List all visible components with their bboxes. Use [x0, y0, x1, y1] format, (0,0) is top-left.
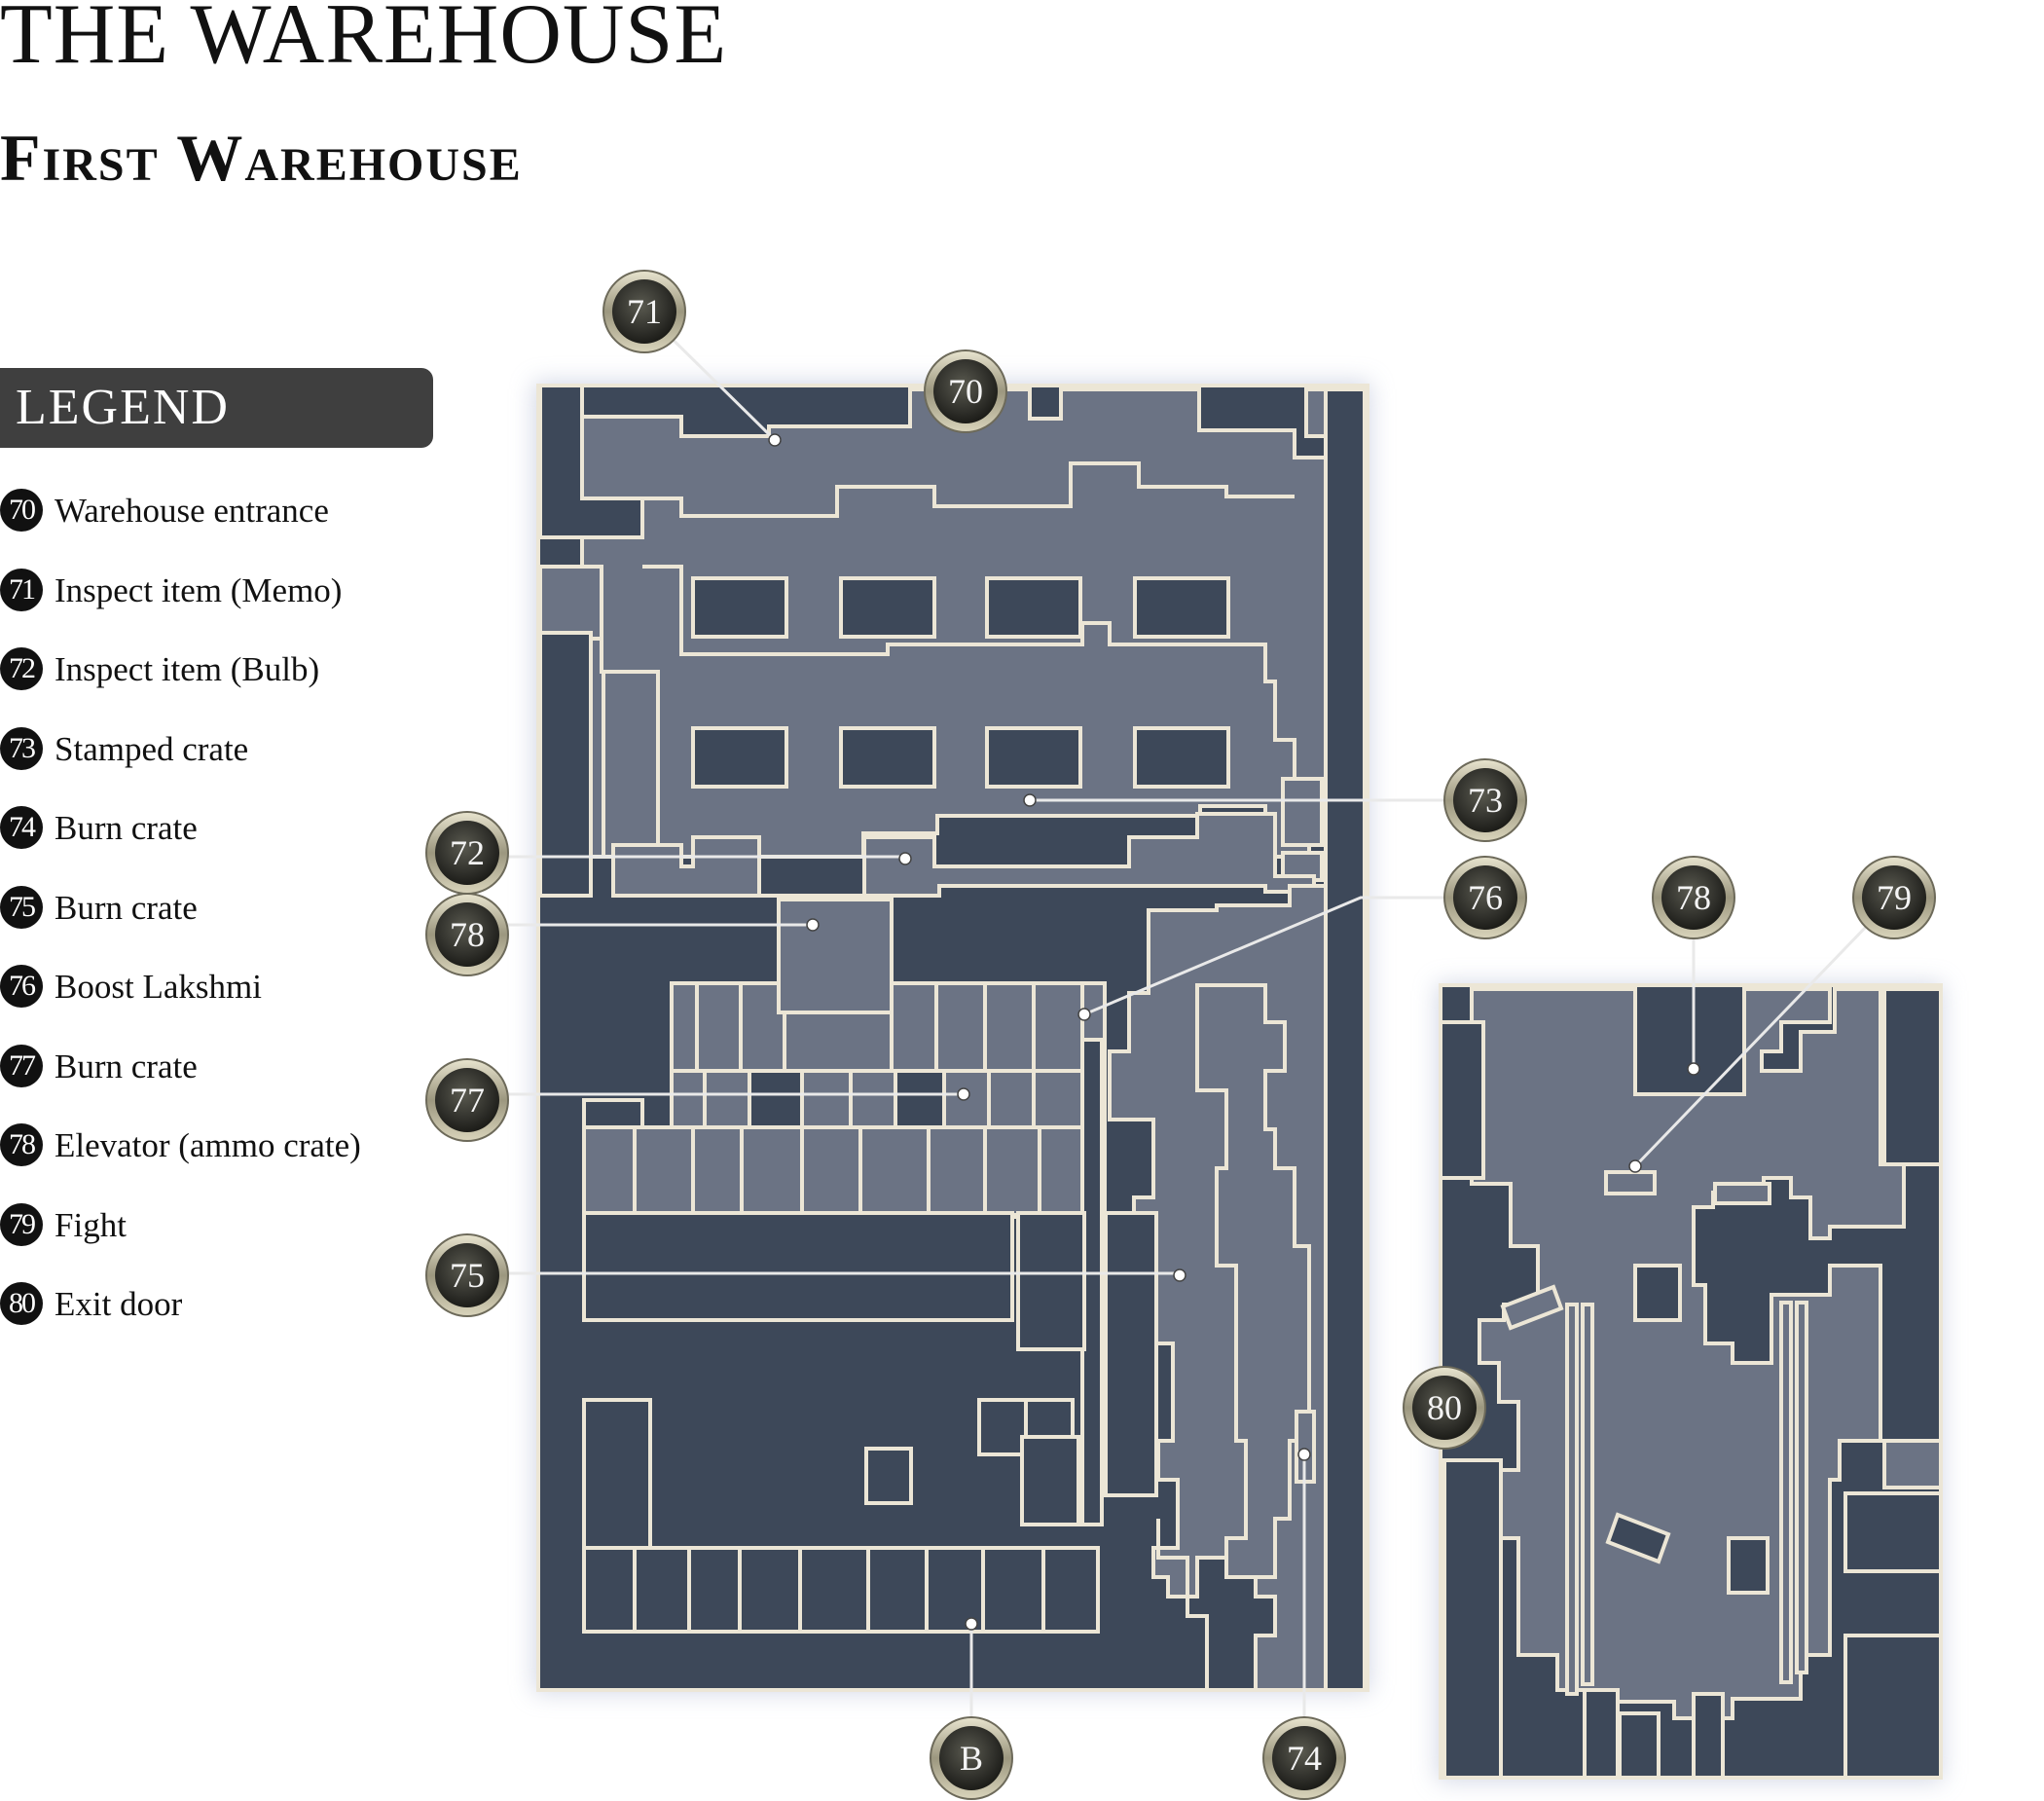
legend-number: 70 [0, 489, 43, 532]
legend-item: 75 Burn crate [0, 885, 361, 966]
legend-label: Inspect item (Bulb) [55, 650, 320, 688]
marker-label: 78 [450, 915, 485, 954]
map-marker[interactable]: 71 [602, 270, 686, 353]
map-marker[interactable]: 78 [1652, 856, 1735, 939]
legend-label: Burn crate [55, 809, 198, 847]
map-marker[interactable]: 70 [924, 349, 1007, 433]
marker-label: 73 [1468, 781, 1503, 820]
legend-number: 73 [0, 726, 43, 770]
legend-list: 70 Warehouse entrance 71 Inspect item (Mem… [0, 489, 361, 1362]
legend-number: 75 [0, 885, 43, 929]
marker-label: 80 [1427, 1388, 1462, 1427]
crate-grid [582, 981, 1086, 1217]
legend-item: 80 Exit door [0, 1282, 361, 1362]
marker-label: 78 [1676, 878, 1711, 917]
main-warehouse-map [533, 382, 1370, 1693]
legend-item: 72 Inspect item (Bulb) [0, 647, 361, 727]
map-marker[interactable]: 73 [1443, 758, 1527, 842]
bottom-bays [582, 1546, 1100, 1634]
legend-number: 71 [0, 568, 43, 611]
map-marker[interactable]: 80 [1403, 1366, 1486, 1450]
marker-label: 72 [450, 833, 485, 872]
map-marker[interactable]: 74 [1262, 1716, 1346, 1800]
legend-item: 77 Burn crate [0, 1044, 361, 1124]
leader-lines [467, 310, 1896, 1762]
legend-item: 78 Elevator (ammo crate) [0, 1123, 361, 1203]
marker-label: 74 [1287, 1739, 1322, 1778]
legend-item: 74 Burn crate [0, 806, 361, 886]
map-marker[interactable]: 77 [425, 1058, 509, 1142]
marker-label: 77 [450, 1081, 485, 1120]
legend-label: Burn crate [55, 1047, 198, 1085]
legend-item: 79 Fight [0, 1202, 361, 1283]
exit-room-map [1437, 983, 1943, 1782]
legend-label: Fight [55, 1205, 127, 1244]
map-marker[interactable]: 76 [1443, 856, 1527, 939]
legend-number: 79 [0, 1202, 43, 1246]
map-marker[interactable]: 79 [1852, 856, 1936, 939]
legend-item: 70 Warehouse entrance [0, 489, 361, 569]
legend-label: Elevator (ammo crate) [55, 1126, 361, 1164]
legend-item: 71 Inspect item (Memo) [0, 568, 361, 648]
legend-label: Exit door [55, 1285, 183, 1323]
legend-heading: LEGEND [0, 368, 433, 448]
marker-label: 70 [948, 372, 983, 411]
legend-label: Warehouse entrance [55, 492, 329, 530]
legend-label: Inspect item (Memo) [55, 570, 343, 609]
legend-label: Stamped crate [55, 729, 249, 768]
marker-label: 71 [627, 292, 662, 331]
marker-label: B [960, 1739, 983, 1778]
legend-number: 78 [0, 1123, 43, 1166]
map-marker[interactable]: 72 [425, 811, 509, 895]
legend-label: Boost Lakshmi [55, 968, 262, 1006]
legend-item: 76 Boost Lakshmi [0, 965, 361, 1045]
legend-number: 72 [0, 647, 43, 690]
page-title: THE WAREHOUSE [0, 0, 728, 82]
map-marker[interactable]: 78 [425, 893, 509, 976]
legend-item: 73 Stamped crate [0, 726, 361, 807]
map-marker[interactable]: B [930, 1716, 1013, 1800]
map-marker[interactable]: 75 [425, 1233, 509, 1317]
legend-number: 77 [0, 1044, 43, 1087]
legend-label: Burn crate [55, 888, 198, 927]
legend-number: 76 [0, 965, 43, 1008]
anchor-dots [768, 433, 1700, 1631]
marker-label: 79 [1877, 878, 1912, 917]
marker-label: 76 [1468, 878, 1503, 917]
legend-number: 80 [0, 1282, 43, 1325]
map-markers: 71 70 73 72 76 78 78 [425, 270, 1936, 1800]
marker-label: 75 [450, 1256, 485, 1295]
legend-number: 74 [0, 806, 43, 849]
page-subtitle: First Warehouse [0, 121, 523, 195]
